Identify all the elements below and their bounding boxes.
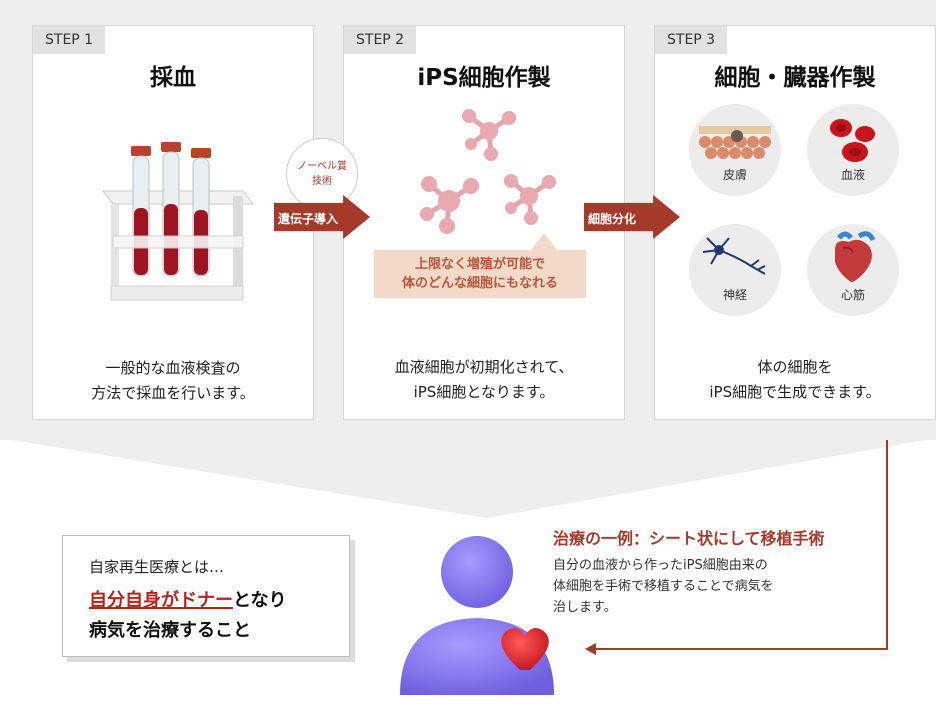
definition-highlight: 自分自身がドナー xyxy=(89,590,233,611)
definition-conclusion: 病気を治療すること xyxy=(89,620,251,641)
treatment-example-text: 自分の血液から作ったiPS細胞由来の 体細胞を手術で移植することで病気を 治しま… xyxy=(553,558,774,615)
heart-organ-icon xyxy=(835,231,876,282)
connector-arrowhead xyxy=(585,643,596,655)
skin-icon xyxy=(699,126,771,159)
step-1-title: 採血 xyxy=(150,65,196,91)
step-2-tag: STEP 2 xyxy=(344,26,417,54)
ips-cell-molecule-icon xyxy=(420,109,556,234)
step-3-title: 細胞・臓器作製 xyxy=(714,65,876,91)
connector-line-horizontal xyxy=(596,648,888,650)
organ-nerve-label: 神経 xyxy=(722,288,747,302)
organ-heart-muscle: 心筋 xyxy=(807,224,899,316)
red-blood-cell-icon xyxy=(830,119,875,162)
definition-main: 自分自身がドナーとなり xyxy=(89,590,287,611)
step-3-tag: STEP 3 xyxy=(655,26,728,54)
callout-pointer xyxy=(530,233,558,251)
person-with-heart-icon xyxy=(400,536,554,695)
step-3-card: STEP 3 細胞・臓器作製 皮膚 血液 xyxy=(654,25,936,420)
organ-heart-muscle-label: 心筋 xyxy=(840,288,865,302)
organ-blood-label: 血液 xyxy=(840,168,865,182)
arrow-cell-differentiation-label: 細胞分化 xyxy=(588,212,637,226)
proliferation-callout: 上限なく増殖が可能で 体のどんな細胞にもなれる xyxy=(374,250,586,298)
step-2-card: STEP 2 iPS細胞作製 xyxy=(343,25,625,420)
step-2-title: iPS細胞作製 xyxy=(417,65,551,91)
step-1-tag: STEP 1 xyxy=(33,26,106,54)
organ-skin: 皮膚 xyxy=(689,104,781,196)
organ-skin-label: 皮膚 xyxy=(722,168,747,182)
step-2-description: 血液細胞が初期化されて、 iPS細胞となります。 xyxy=(394,358,574,401)
definition-box: 自家再生医療とは… 自分自身がドナーとなり 病気を治療すること xyxy=(62,535,350,657)
connector-line-vertical xyxy=(886,440,888,650)
step-3-description: 体の細胞を iPS細胞で生成できます。 xyxy=(709,358,881,401)
organ-nerve: 神経 xyxy=(689,224,781,316)
background-wedge xyxy=(0,438,936,518)
step-1-description: 一般的な血液検査の 方法で採血を行います。 xyxy=(91,359,255,402)
arrow-gene-transfer-label: 遺伝子導入 xyxy=(278,212,339,226)
nerve-cell-icon xyxy=(702,237,766,275)
blood-test-tubes-icon xyxy=(101,142,255,301)
definition-intro: 自家再生医療とは… xyxy=(89,558,225,576)
organ-blood: 血液 xyxy=(807,104,899,196)
treatment-example-title: 治療の一例：シート状にして移植手術 xyxy=(553,529,825,548)
step-1-card: STEP 1 採血 一般的な血液検査の 方法で採血を行います。 xyxy=(32,25,314,420)
